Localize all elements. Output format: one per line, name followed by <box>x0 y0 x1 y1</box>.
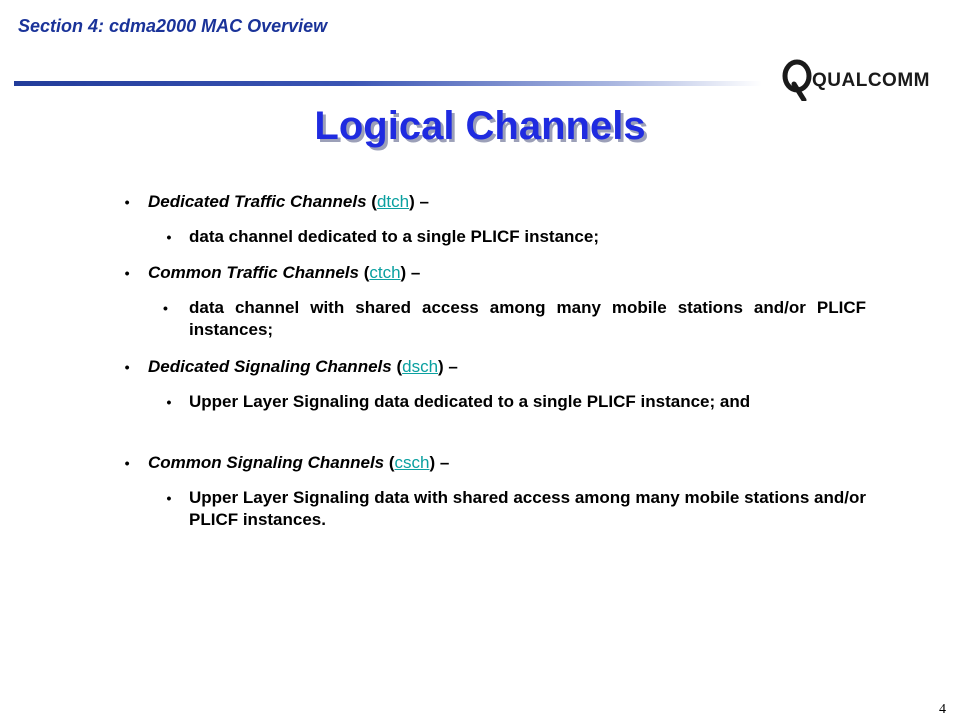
item-label: Common Traffic Channels <box>148 263 359 282</box>
link-ctch[interactable]: ctch <box>369 263 401 282</box>
page-number: 4 <box>939 702 946 717</box>
slide-title: Logical Channels <box>314 104 646 148</box>
bullet-icon: • <box>166 394 172 410</box>
list-item-common-signaling: • Common Signaling Channels (csch) – <box>125 451 868 475</box>
item-label: Common Signaling Channels <box>148 453 385 472</box>
link-csch[interactable]: csch <box>394 453 430 472</box>
link-dsch[interactable]: dsch <box>402 357 439 376</box>
item-label: Dedicated Traffic Channels <box>148 192 367 211</box>
list-item-common-traffic: • Common Traffic Channels (ctch) – <box>125 261 868 285</box>
bullet-icon: • <box>124 455 130 471</box>
list-item-dedicated-signaling: • Dedicated Signaling Channels (dsch) – <box>125 355 868 379</box>
section-header: Section 4: cdma2000 MAC Overview <box>18 16 328 36</box>
sub-item-text: Upper Layer Signaling data with shared a… <box>189 488 866 529</box>
sub-item-text: Upper Layer Signaling data dedicated to … <box>189 392 751 411</box>
bullet-icon: • <box>124 265 130 281</box>
sub-item-dedicated-traffic: • data channel dedicated to a single PLI… <box>167 226 866 248</box>
sub-item-text: data channel with shared access among ma… <box>189 298 866 339</box>
sub-item-text: data channel dedicated to a single PLICF… <box>189 227 599 246</box>
link-dtch[interactable]: dtch <box>376 192 410 211</box>
list-item-dedicated-traffic: • Dedicated Traffic Channels (dtch) – <box>125 190 868 214</box>
sub-item-common-traffic: • data channel with shared access among … <box>163 297 866 341</box>
item-label: Dedicated Signaling Channels <box>148 357 392 376</box>
sub-item-dedicated-signaling: • Upper Layer Signaling data dedicated t… <box>167 391 866 413</box>
qualcomm-logo: QUALCOMM <box>782 59 930 101</box>
sub-item-common-signaling: • Upper Layer Signaling data with shared… <box>167 487 866 531</box>
bullet-icon: • <box>124 359 130 375</box>
bullet-icon: • <box>124 194 130 210</box>
header-rule <box>14 81 762 86</box>
logo-text: QUALCOMM <box>812 70 930 91</box>
bullet-icon: • <box>166 490 172 506</box>
bullet-icon: • <box>166 229 172 245</box>
bullet-icon: • <box>163 300 168 316</box>
